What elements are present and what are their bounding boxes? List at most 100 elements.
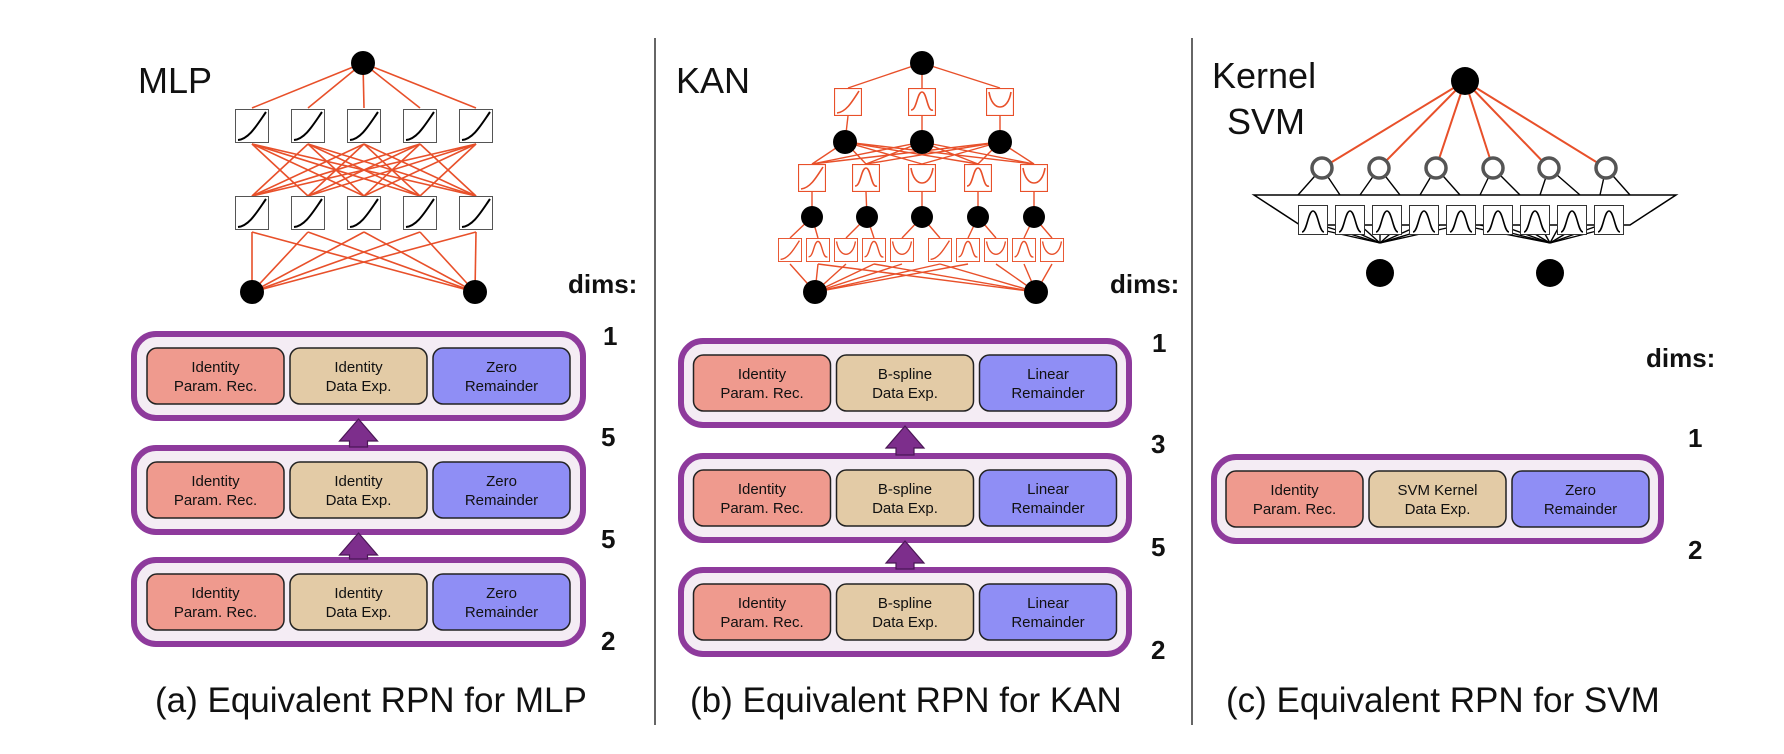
param-rec-block-label: Param. Rec. xyxy=(174,378,257,395)
kan-dim-value: 1 xyxy=(1152,328,1166,358)
kan-caption: (b) Equivalent RPN for KAN xyxy=(690,681,1122,720)
remainder-block-label: Remainder xyxy=(465,492,538,509)
data-exp-block-label: B-spline xyxy=(878,595,932,612)
kan-dim-value: 3 xyxy=(1151,429,1165,459)
param-rec-block-label: Param. Rec. xyxy=(174,604,257,621)
data-exp-block-label: Identity xyxy=(334,585,383,602)
mlp-dim-value: 5 xyxy=(601,524,615,554)
activation-curve-icon xyxy=(778,88,1064,262)
node-icon xyxy=(240,51,487,304)
hollow-node-icon xyxy=(1310,156,1618,180)
data-exp-block-label: Data Exp. xyxy=(326,378,392,395)
data-exp-block-label: Identity xyxy=(334,359,383,376)
remainder-block-label: Remainder xyxy=(1011,614,1084,631)
data-exp-block-label: SVM Kernel xyxy=(1397,482,1477,499)
svm-caption: (c) Equivalent RPN for SVM xyxy=(1226,681,1660,720)
data-exp-block-label: B-spline xyxy=(878,481,932,498)
svm-dims-label: dims: xyxy=(1646,343,1715,373)
node-icon xyxy=(801,51,1048,304)
param-rec-block-label: Identity xyxy=(738,481,787,498)
remainder-block-label: Remainder xyxy=(1011,385,1084,402)
remainder-block-label: Remainder xyxy=(1011,500,1084,517)
remainder-block-label: Zero xyxy=(486,359,517,376)
kan-dims-label: dims: xyxy=(1110,269,1179,299)
remainder-block-label: Remainder xyxy=(465,378,538,395)
mlp-network-diagram xyxy=(235,51,493,304)
param-rec-block-label: Identity xyxy=(191,359,240,376)
kan-network-diagram xyxy=(778,51,1064,304)
up-arrow-icon xyxy=(338,532,379,560)
mlp-dim-value: 2 xyxy=(601,626,615,656)
param-rec-block-label: Param. Rec. xyxy=(174,492,257,509)
remainder-block-label: Linear xyxy=(1027,366,1069,383)
kan-dim-value: 2 xyxy=(1151,635,1165,665)
remainder-block-label: Zero xyxy=(486,585,517,602)
svm-dim-value: 2 xyxy=(1688,535,1702,565)
param-rec-block-label: Identity xyxy=(738,366,787,383)
remainder-block-label: Zero xyxy=(486,473,517,490)
data-exp-block-label: Data Exp. xyxy=(872,614,938,631)
up-arrow-icon xyxy=(884,425,926,456)
node-icon xyxy=(1366,67,1564,287)
up-arrow-icon xyxy=(338,418,379,448)
up-arrow-icon xyxy=(884,540,926,570)
data-exp-block-label: B-spline xyxy=(878,366,932,383)
remainder-block-label: Remainder xyxy=(1544,501,1617,518)
remainder-block-label: Linear xyxy=(1027,595,1069,612)
param-rec-block-label: Param. Rec. xyxy=(720,500,803,517)
remainder-block-label: Zero xyxy=(1565,482,1596,499)
param-rec-block-label: Identity xyxy=(738,595,787,612)
data-exp-block-label: Data Exp. xyxy=(326,492,392,509)
bump-kernel-icon xyxy=(1298,205,1624,235)
remainder-block-label: Remainder xyxy=(465,604,538,621)
data-exp-block-label: Identity xyxy=(334,473,383,490)
data-exp-block-label: Data Exp. xyxy=(326,604,392,621)
mlp-dim-value: 1 xyxy=(603,321,617,351)
mlp-caption: (a) Equivalent RPN for MLP xyxy=(155,681,587,720)
param-rec-block-label: Identity xyxy=(191,473,240,490)
mlp-title: MLP xyxy=(138,60,212,101)
data-exp-block-label: Data Exp. xyxy=(872,500,938,517)
kan-title: KAN xyxy=(676,60,750,101)
svm-dim-value: 1 xyxy=(1688,423,1702,453)
mlp-dim-value: 5 xyxy=(601,422,615,452)
kan-dim-value: 5 xyxy=(1151,532,1165,562)
data-exp-block-label: Data Exp. xyxy=(872,385,938,402)
param-rec-block-label: Param. Rec. xyxy=(720,614,803,631)
svm-title-line-2: SVM xyxy=(1227,101,1305,142)
data-exp-block-label: Data Exp. xyxy=(1405,501,1471,518)
param-rec-block-label: Param. Rec. xyxy=(720,385,803,402)
param-rec-block-label: Identity xyxy=(191,585,240,602)
remainder-block-label: Linear xyxy=(1027,481,1069,498)
